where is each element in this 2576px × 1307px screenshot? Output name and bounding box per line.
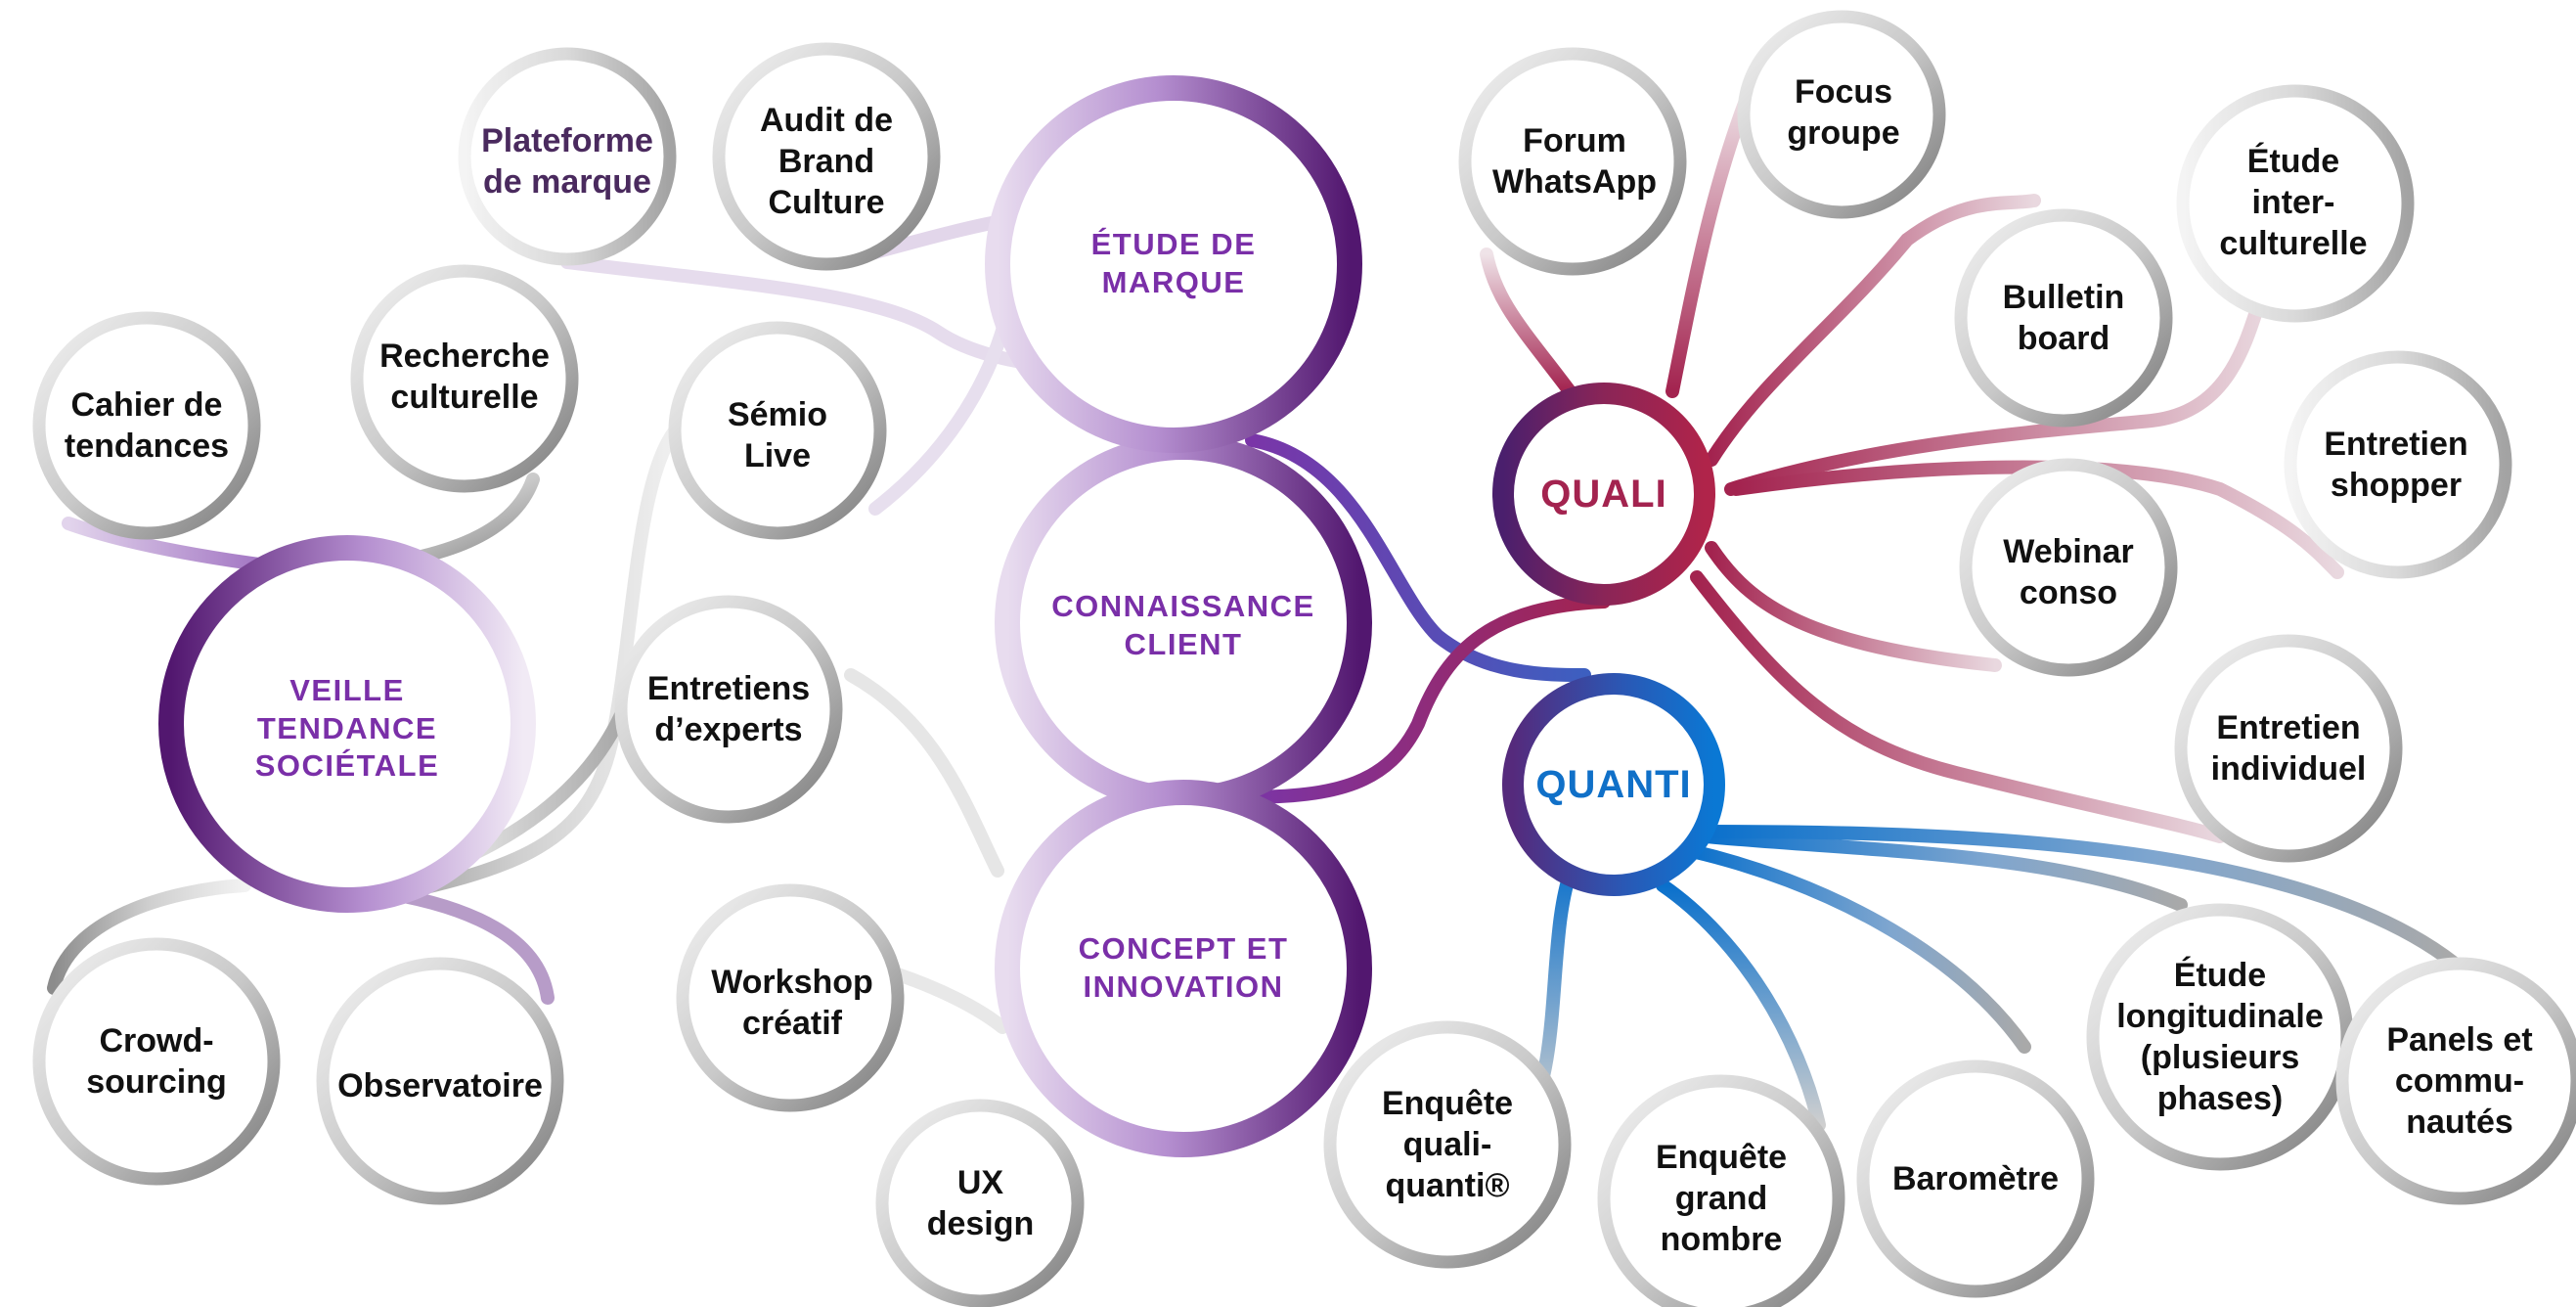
leaf-workshop-creatif[interactable]: Workshop créatif	[711, 963, 873, 1042]
leaf-ux-design-ring	[875, 1099, 1085, 1307]
hub-quali-ring	[1492, 383, 1715, 606]
node-etude-de-marque-ring	[985, 75, 1362, 453]
leaf-webinar-conso[interactable]: Webinar conso	[2003, 532, 2134, 611]
leaf-entretien-individuel[interactable]: Entretien individuel	[2210, 708, 2367, 788]
leaf-plateforme-de-marque-ring	[458, 47, 677, 266]
leaf-audit-de-brand-culture-ring	[712, 42, 941, 271]
leaf-plateforme-de-marque[interactable]: Plateforme de marque	[481, 121, 653, 201]
connector-quali-interculturelle	[1724, 267, 2276, 496]
leaf-cahier-de-tendances[interactable]: Cahier de tendances	[64, 385, 230, 465]
hub-quali[interactable]: QUALI	[1540, 472, 1667, 516]
leaf-entretien-shopper-ring	[2284, 350, 2512, 579]
leaf-recherche-culturelle[interactable]: Recherche culturelle	[379, 337, 550, 416]
node-veille-tendance-ring	[158, 535, 536, 913]
leaf-crowdsourcing[interactable]: Crowd- sourcing	[86, 1021, 227, 1101]
connector-quanti-gn	[1656, 879, 1826, 1132]
connector-connaissance-quanti	[1245, 433, 1591, 682]
node-veille-tendance-societale[interactable]: VEILLE TENDANCE SOCIÉTALE	[254, 672, 440, 784]
leaf-barometre-ring	[1856, 1059, 2095, 1298]
connector-workshop-concept	[888, 967, 1009, 1034]
leaf-enquete-quali-quanti-ring	[1323, 1020, 1572, 1269]
hub-quanti-ring	[1502, 673, 1725, 896]
hub-quanti[interactable]: QUANTI	[1535, 762, 1692, 806]
leaf-entretien-shopper[interactable]: Entretien shopper	[2324, 425, 2468, 504]
connector-quali-individuel	[1690, 570, 2227, 843]
node-etude-de-marque[interactable]: ÉTUDE DE MARQUE	[1090, 227, 1257, 299]
leaf-observatoire-ring	[316, 957, 564, 1205]
connector-veille-crowd	[47, 879, 251, 995]
leaf-focus-groupe-ring	[1737, 10, 1946, 219]
leaf-etude-interculturelle-ring	[2176, 84, 2415, 323]
connector-quali-focus	[1666, 81, 1757, 398]
leaf-etude-longitudinale[interactable]: Étude longitudinale (plusieurs phases)	[2116, 956, 2324, 1118]
leaf-enquete-quali-quanti[interactable]: Enquête quali- quanti®	[1381, 1084, 1514, 1205]
leaf-forum-whatsapp[interactable]: Forum WhatsApp	[1491, 121, 1658, 201]
connector-quanti-longi	[1700, 830, 2188, 912]
leaf-cahier-de-tendances-ring	[32, 311, 261, 540]
leaf-audit-de-brand-culture[interactable]: Audit de Brand Culture	[760, 101, 893, 222]
leaf-bulletin-board[interactable]: Bulletin board	[2002, 278, 2125, 357]
leaf-barometre[interactable]: Baromètre	[1891, 1159, 2060, 1197]
connector-quali-webinar	[1705, 541, 2002, 672]
connector-quali-forum	[1480, 248, 1577, 398]
connector-quali-shopper	[1729, 460, 2344, 579]
leaf-enquete-grand-nombre[interactable]: Enquête grand nombre	[1655, 1138, 1788, 1259]
leaf-crowdsourcing-ring	[32, 937, 281, 1186]
node-concept-et-innovation-ring	[995, 780, 1372, 1157]
leaf-etude-interculturelle[interactable]: Étude inter- culturelle	[2219, 142, 2368, 263]
node-connaissance-client[interactable]: CONNAISSANCE CLIENT	[1051, 589, 1315, 661]
connector-quanti-barometre	[1685, 844, 2031, 1054]
connector-experts-concept	[844, 668, 1004, 878]
leaf-recherche-culturelle-ring	[350, 264, 579, 493]
connector-connaissance-quali	[1235, 595, 1611, 804]
leaf-entretiens-dexperts-ring	[614, 595, 843, 824]
leaf-webinar-conso-ring	[1959, 458, 2178, 677]
leaf-entretiens-dexperts[interactable]: Entretiens d’experts	[646, 669, 811, 748]
leaf-semio-live[interactable]: Sémio Live	[727, 395, 828, 474]
connector-quali-bulletin	[1705, 194, 2041, 467]
leaf-workshop-creatif-ring	[676, 883, 905, 1112]
leaf-panels-et-communautes[interactable]: Panels et commu- nautés	[2386, 1020, 2533, 1142]
node-concept-et-innovation[interactable]: CONCEPT ET INNOVATION	[1078, 931, 1289, 1004]
connector-semio-etude	[868, 306, 1014, 516]
leaf-forum-whatsapp-ring	[1458, 47, 1687, 276]
connector-quanti-panels	[1700, 825, 2462, 970]
leaf-observatoire[interactable]: Observatoire	[337, 1066, 543, 1104]
leaf-ux-design[interactable]: UX design	[926, 1163, 1035, 1242]
leaf-bulletin-board-ring	[1954, 208, 2173, 428]
leaf-semio-live-ring	[668, 321, 887, 540]
leaf-enquete-grand-nombre-ring	[1597, 1074, 1845, 1307]
leaf-panels-et-communautes-ring	[2335, 957, 2576, 1205]
leaf-entretien-individuel-ring	[2174, 634, 2403, 863]
leaf-focus-groupe[interactable]: Focus groupe	[1787, 72, 1900, 152]
